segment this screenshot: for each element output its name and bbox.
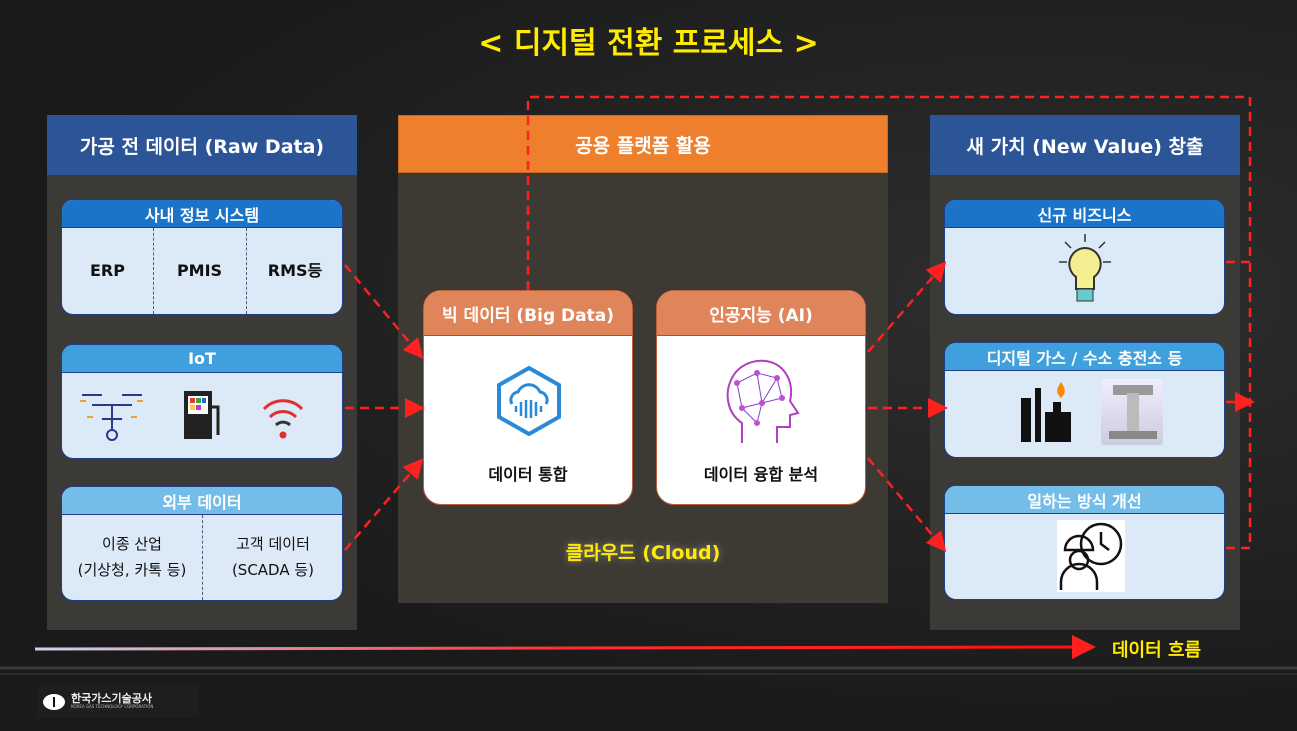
cloud-data-icon [497,366,561,436]
rms-label: RMS등 [267,261,323,281]
big-data-title: 빅 데이터 (Big Data) [424,291,632,336]
arrow-ai-to-work [867,457,947,552]
logo-korean: 한국가스기술공사 [71,692,152,705]
big-data-card: 빅 데이터 (Big Data) 데이터 통합 [423,290,633,505]
cloud-label: 클라우드 (Cloud) [565,542,721,564]
feedback-loop-arrow [526,95,1250,550]
ai-label: 데이터 융합 분석 [703,465,819,484]
internal-systems-card: 사내 정보 시스템 ERP PMIS RMS등 [61,199,343,315]
arrow-external-to-bigdata [344,458,424,551]
ai-title: 인공지능 (AI) [657,291,865,336]
industry-sub: (기상청, 카톡 등) [77,560,187,579]
ai-card: 인공지능 (AI) 데이터 융합 분석 [656,290,866,505]
digital-station-card: 디지털 가스 / 수소 충전소 등 [944,342,1225,458]
fuel-pump-icon [184,391,220,439]
card-title: 일하는 방식 개선 [945,486,1224,514]
big-data-label: 데이터 통합 [488,465,568,484]
card-title: IoT [62,345,342,373]
sensor-network-icon [80,394,143,441]
card-title: 외부 데이터 [62,487,342,515]
arrow-ai-to-business [867,261,947,353]
page-title: < 디지털 전환 프로세스 > [478,26,819,61]
card-title: 신규 비즈니스 [945,200,1224,228]
logo-english: KOREA GAS TECHNOLOGY CORPORATION [71,704,154,709]
ai-head-icon [726,359,800,443]
iot-card: IoT [61,344,343,459]
wireless-signal-icon [262,399,304,439]
refinery-icon [1021,382,1071,442]
platform-header: 공용 플랫폼 활용 [398,115,888,173]
new-business-card: 신규 비즈니스 [944,199,1225,315]
lightbulb-icon [1059,234,1111,302]
erp-label: ERP [90,261,125,281]
arrow-internal-to-bigdata [344,264,424,359]
customer-sub: (SCADA 등) [231,560,315,579]
raw-data-header: 가공 전 데이터 (Raw Data) [47,115,357,175]
pmis-label: PMIS [176,261,223,281]
hydrogen-station-image [1101,379,1163,445]
logo-emblem-icon [43,693,65,710]
worker-clock-icon [1057,520,1125,592]
data-flow-line [34,635,1096,660]
external-data-card: 외부 데이터 이종 산업 (기상청, 카톡 등) 고객 데이터 (SCADA 등) [61,486,343,601]
work-method-card: 일하는 방식 개선 [944,485,1225,600]
card-title: 사내 정보 시스템 [62,200,342,228]
card-title: 디지털 가스 / 수소 충전소 등 [945,343,1224,371]
customer-label: 고객 데이터 [236,535,310,553]
new-value-header: 새 가치 (New Value) 창출 [930,115,1240,175]
data-flow-label: 데이터 흐름 [1112,640,1202,661]
industry-label: 이종 산업 [102,535,162,553]
